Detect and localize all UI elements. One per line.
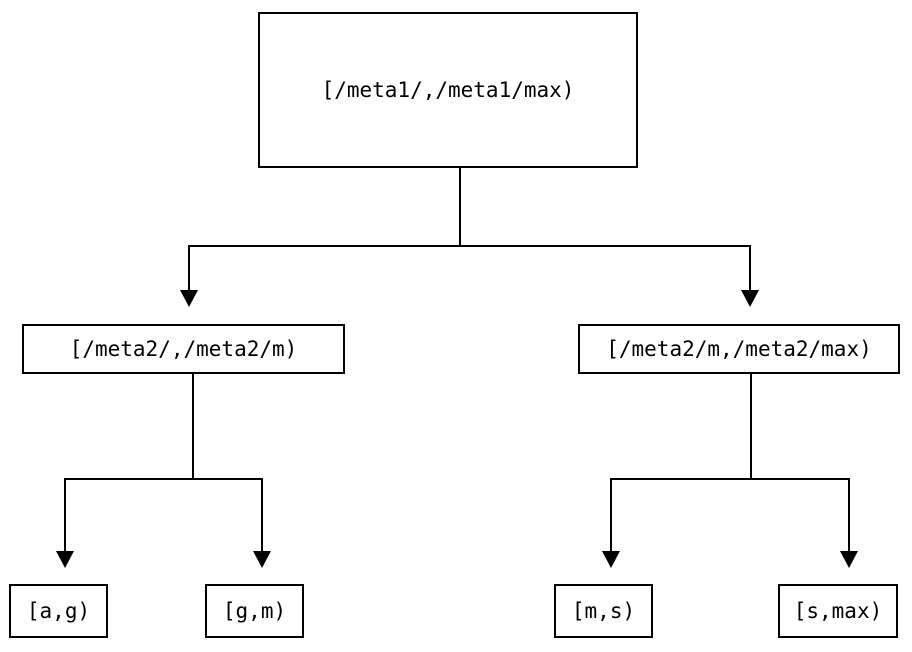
edge-root-stem bbox=[459, 168, 461, 247]
tree-node-root-label: [/meta1/,/meta1/max) bbox=[321, 77, 575, 102]
arrowhead-mid-right-icon bbox=[741, 290, 759, 307]
tree-node-leaf-ag[interactable]: [a,g) bbox=[9, 584, 108, 638]
edge-mid-right-to-leaf-smax bbox=[848, 478, 850, 553]
tree-node-leaf-gm[interactable]: [g,m) bbox=[205, 584, 304, 638]
tree-node-leaf-ms[interactable]: [m,s) bbox=[554, 584, 653, 638]
tree-node-mid-left-label: [/meta2/,/meta2/m) bbox=[69, 336, 298, 361]
arrowhead-leaf-gm-icon bbox=[253, 551, 271, 568]
tree-node-leaf-ms-label: [m,s) bbox=[571, 598, 636, 623]
edge-mid-left-to-leaf-gm bbox=[261, 478, 263, 553]
edge-mid-left-to-leaf-ag bbox=[64, 478, 66, 553]
tree-node-leaf-gm-label: [g,m) bbox=[222, 598, 287, 623]
tree-node-leaf-smax[interactable]: [s,max) bbox=[778, 584, 898, 638]
arrowhead-leaf-ag-icon bbox=[56, 551, 74, 568]
arrowhead-mid-left-icon bbox=[180, 290, 198, 307]
tree-node-mid-left[interactable]: [/meta2/,/meta2/m) bbox=[22, 324, 345, 374]
edge-left-leaves-bar bbox=[64, 478, 263, 480]
tree-node-mid-right[interactable]: [/meta2/m,/meta2/max) bbox=[578, 324, 900, 374]
edge-mid-right-to-leaf-ms bbox=[610, 478, 612, 553]
tree-node-leaf-smax-label: [s,max) bbox=[793, 598, 883, 623]
tree-node-mid-right-label: [/meta2/m,/meta2/max) bbox=[606, 336, 872, 361]
tree-node-root[interactable]: [/meta1/,/meta1/max) bbox=[258, 12, 638, 168]
arrowhead-leaf-smax-icon bbox=[840, 551, 858, 568]
edge-mid-right-stem bbox=[750, 374, 752, 480]
edge-mid-left-stem bbox=[192, 374, 194, 480]
edge-root-to-mid-left bbox=[188, 245, 190, 292]
edge-root-to-mid-right bbox=[749, 245, 751, 292]
arrowhead-leaf-ms-icon bbox=[602, 551, 620, 568]
edge-level1-bar bbox=[188, 245, 751, 247]
tree-node-leaf-ag-label: [a,g) bbox=[26, 598, 91, 623]
edge-right-leaves-bar bbox=[610, 478, 850, 480]
